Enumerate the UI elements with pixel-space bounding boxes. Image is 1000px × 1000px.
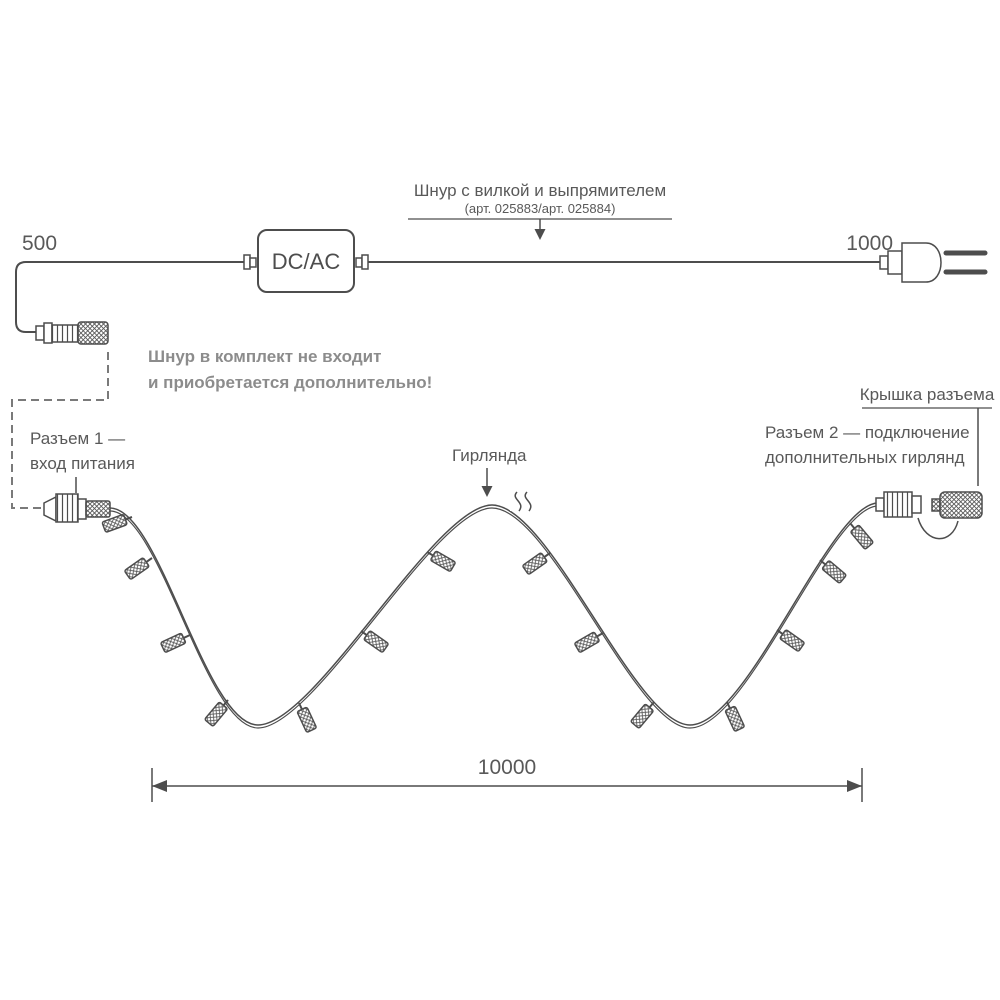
connector2-label-line2: дополнительных гирлянд	[765, 448, 965, 467]
connector2-ring	[875, 497, 885, 512]
dimension-500-label: 500	[22, 232, 57, 255]
garland-label: Гирлянда	[452, 446, 527, 465]
cap-label: Крышка разъема	[860, 385, 995, 404]
cord-title-callout: Шнур с вилкой и выпрямителем (арт. 02588…	[408, 181, 672, 240]
connector1-ridged-body	[55, 493, 79, 523]
note-line-1: Шнур в комплект не входит	[148, 347, 381, 366]
connector1-label-line2: вход питания	[30, 454, 135, 473]
title-arrow-icon	[534, 229, 546, 240]
cord-end-connector	[35, 321, 109, 345]
cap-neck	[931, 498, 941, 512]
garland-callout: Гирлянда	[452, 446, 527, 497]
cord-articles: (арт. 025883/арт. 025884)	[465, 201, 616, 216]
garland-connector-2	[875, 491, 983, 540]
cap-strap	[917, 517, 959, 540]
connector2-callout: Разъем 2 — подключение дополнительных ги…	[765, 423, 970, 467]
wire-break-squiggle	[524, 491, 532, 512]
led-bulb	[844, 518, 875, 551]
plug-cord-stub	[879, 255, 889, 270]
dcac-converter-box	[257, 229, 355, 293]
cord-left-segment	[15, 261, 244, 333]
garland-string	[43, 491, 983, 734]
cord-stub	[355, 257, 363, 268]
note-line-2: и приобретается дополнительно!	[148, 373, 432, 392]
garland-arrow-icon	[481, 486, 493, 497]
led-bulb	[293, 699, 318, 734]
connector2-ridged-body	[883, 491, 913, 518]
cap-callout: Крышка разъема	[860, 385, 995, 486]
mains-plug	[879, 242, 988, 283]
garland-wire	[109, 502, 879, 726]
connector2-label-line1: Разъем 2 — подключение	[765, 423, 970, 442]
dimension-1000-label: 1000	[846, 232, 893, 255]
connector1-sleeve	[85, 500, 111, 518]
led-bulb	[159, 629, 194, 654]
garland-connector-1	[43, 493, 111, 523]
dimension-arrow-left-icon	[152, 780, 167, 792]
led-bulb	[203, 695, 234, 728]
garland-wire-twist	[109, 505, 879, 729]
dimension-10000: 10000	[151, 756, 863, 802]
connector1-label-line1: Разъем 1 —	[30, 429, 125, 448]
led-bulb	[521, 547, 555, 576]
connector-ring	[43, 322, 53, 344]
cord-note: Шнур в комплект не входит и приобретаетс…	[148, 347, 432, 392]
connector1-ring	[77, 498, 87, 520]
led-bulb	[123, 552, 157, 581]
connector-cap	[939, 491, 983, 519]
connector1-tip	[43, 495, 57, 523]
cord-stub	[249, 257, 257, 268]
wire-break-icon	[510, 491, 534, 512]
cord-stub	[243, 254, 251, 270]
led-bulb	[629, 697, 660, 730]
dashed-guide-line	[11, 352, 109, 509]
dimension-arrow-right-icon	[847, 780, 862, 792]
connector2-tip	[911, 495, 922, 514]
led-bulb	[815, 554, 848, 585]
connector-ring	[35, 325, 45, 341]
plug-body	[901, 242, 942, 283]
connector-ridged-body	[51, 324, 79, 343]
wire-break-squiggle	[514, 491, 522, 512]
dimension-10000-label: 10000	[478, 756, 536, 779]
connector-head	[77, 321, 109, 345]
cord-title: Шнур с вилкой и выпрямителем	[414, 181, 666, 200]
power-cord-assembly: 500 1000 DC/AC	[15, 229, 988, 345]
plug-grip	[887, 250, 903, 275]
connector1-callout: Разъем 1 — вход питания	[30, 429, 135, 493]
dcac-label: DC/AC	[272, 249, 341, 274]
cord-stub	[361, 254, 369, 270]
